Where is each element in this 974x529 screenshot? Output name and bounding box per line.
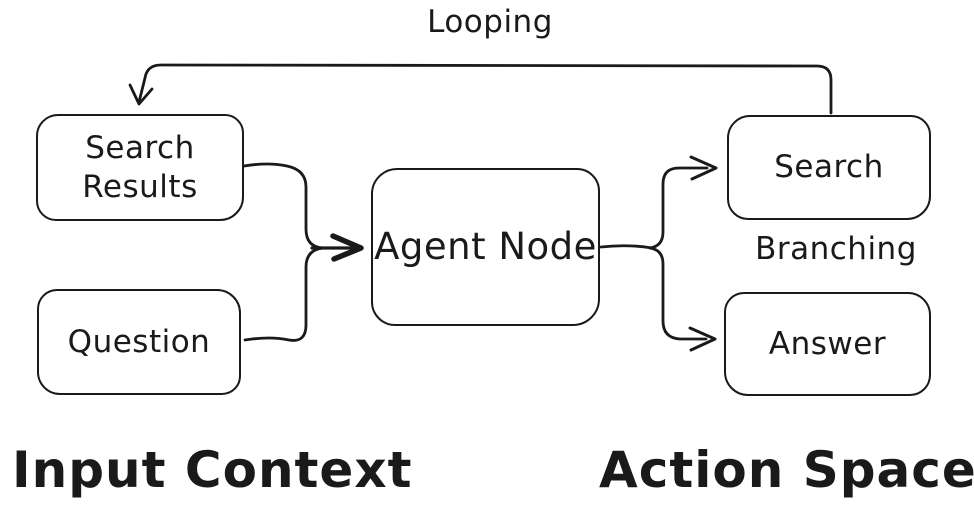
node-question: Question [37, 289, 241, 395]
edge-merge-arrow [310, 233, 364, 262]
node-question-label: Question [67, 323, 211, 360]
node-search: Search [727, 115, 931, 220]
node-search-results-label: Search Results [82, 130, 198, 205]
node-agent-node-label: Agent Node [374, 225, 597, 269]
edge-agent-to-answer [648, 246, 717, 352]
looping-label: Looping [427, 4, 553, 40]
node-search-results: Search Results [36, 114, 244, 221]
edge-loop-search-to-search-results [128, 63, 833, 115]
node-search-label: Search [774, 149, 884, 186]
arrowhead-down-icon [128, 83, 154, 106]
input-context-label: Input Context [12, 441, 413, 499]
arrowhead-right-icon [688, 326, 717, 352]
node-answer: Answer [724, 292, 931, 396]
edge-agent-out [599, 244, 654, 250]
edge-search-results-to-agent [242, 162, 325, 250]
node-agent-node: Agent Node [371, 168, 600, 326]
action-space-label: Action Space [599, 441, 974, 499]
node-answer-label: Answer [768, 325, 887, 362]
arrowhead-right-icon [689, 155, 718, 181]
arrowhead-right-icon [330, 233, 364, 262]
edge-question-to-agent [243, 246, 325, 342]
edge-agent-to-search [648, 155, 718, 250]
branching-label: Branching [755, 231, 917, 267]
